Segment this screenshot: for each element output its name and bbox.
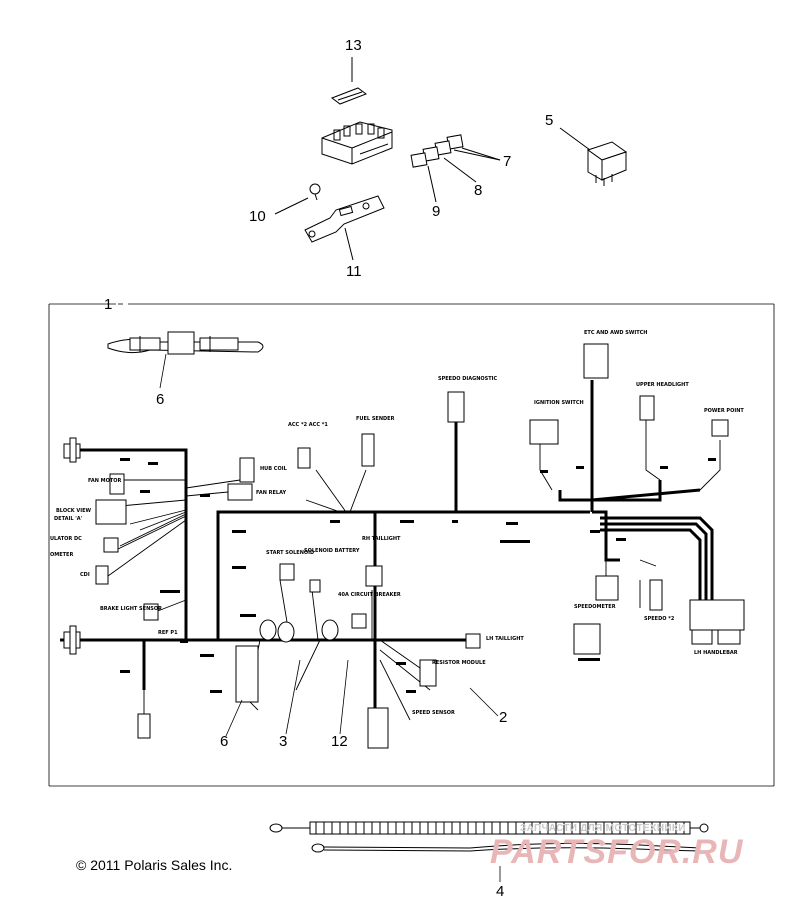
label-upper-headlight: UPPER HEADLIGHT [636, 382, 689, 388]
bracket-part [274, 183, 385, 261]
fuse-box-part [321, 57, 393, 165]
fuses-part [410, 134, 501, 203]
callout-2: 2 [499, 709, 507, 726]
callout-6-top: 6 [156, 391, 164, 408]
component-labels: ETC AND AWD SWITCH UPPER HEADLIGHT POWER… [50, 330, 744, 716]
label-start-solenoid: START SOLENOID [266, 550, 314, 556]
label-lh-taillight: LH TAILLIGHT [486, 636, 524, 642]
label-fuel-sender: FUEL SENDER [356, 416, 395, 422]
label-detail-a: DETAIL 'A' [54, 516, 83, 522]
harness-frame [48, 303, 775, 787]
harness-branches [107, 420, 721, 721]
label-speedo2: SPEEDO *2 [644, 616, 675, 622]
label-block-view: BLOCK VIEW [56, 508, 91, 514]
label-resistor-module: RESISTOR MODULE [432, 660, 486, 666]
callout-3: 3 [279, 733, 287, 750]
note-boxes [120, 458, 716, 693]
relay-part [559, 127, 628, 186]
inline-fuse-holder [107, 331, 264, 389]
label-brake-light: BRAKE LIGHT SENSOR [100, 606, 162, 612]
label-hub-coil: HUB COIL [260, 466, 288, 472]
label-odometer: OMETER [50, 552, 73, 558]
label-circuit-breaker: 40A CIRCUIT BREAKER [338, 592, 401, 598]
copyright-text: © 2011 Polaris Sales Inc. [76, 857, 233, 873]
label-cdi: CDI [80, 572, 90, 578]
label-ref: REF P1 [158, 630, 178, 636]
callout-10: 10 [249, 208, 266, 225]
label-speedometer: SPEEDOMETER [574, 604, 616, 610]
label-ignition-switch: IGNITION SWITCH [534, 400, 584, 406]
watermark-logo: PARTSFOR.RU [490, 833, 744, 871]
leader-lines [118, 303, 501, 882]
label-fan-relay: FAN RELAY [256, 490, 286, 496]
callout-5: 5 [545, 112, 553, 129]
label-rh-taillight: RH TAILLIGHT [362, 536, 401, 542]
label-fan-motor: FAN MOTOR [88, 478, 122, 484]
connectors [63, 343, 745, 749]
callout-8: 8 [474, 182, 482, 199]
callout-6-bottom: 6 [220, 733, 228, 750]
label-speed-sensor: SPEED SENSOR [412, 710, 455, 716]
callout-13: 13 [345, 37, 362, 54]
label-etc-awd: ETC AND AWD SWITCH [584, 330, 647, 336]
callout-9: 9 [432, 203, 440, 220]
label-acc: ACC *2 ACC *1 [288, 422, 328, 428]
label-speedo-diagnostic: SPEEDO DIAGNOSTIC [438, 376, 498, 382]
label-solenoid-battery: SOLENOID BATTERY [304, 548, 360, 554]
label-power-point: POWER POINT [704, 408, 744, 414]
callout-1: 1 [104, 296, 112, 313]
callout-7: 7 [503, 153, 511, 170]
label-lh-handlebar: LH HANDLEBAR [694, 650, 738, 656]
battery-cables [269, 821, 709, 853]
label-regulator: ULATOR DC [50, 536, 82, 542]
callout-4: 4 [496, 883, 504, 900]
watermark-text: ЗАПЧАСТИ ДЛЯ МОТОТЕХНИКИ [520, 823, 686, 834]
callout-11: 11 [346, 263, 362, 280]
callout-12: 12 [331, 733, 348, 750]
harness-trunks [60, 380, 714, 740]
